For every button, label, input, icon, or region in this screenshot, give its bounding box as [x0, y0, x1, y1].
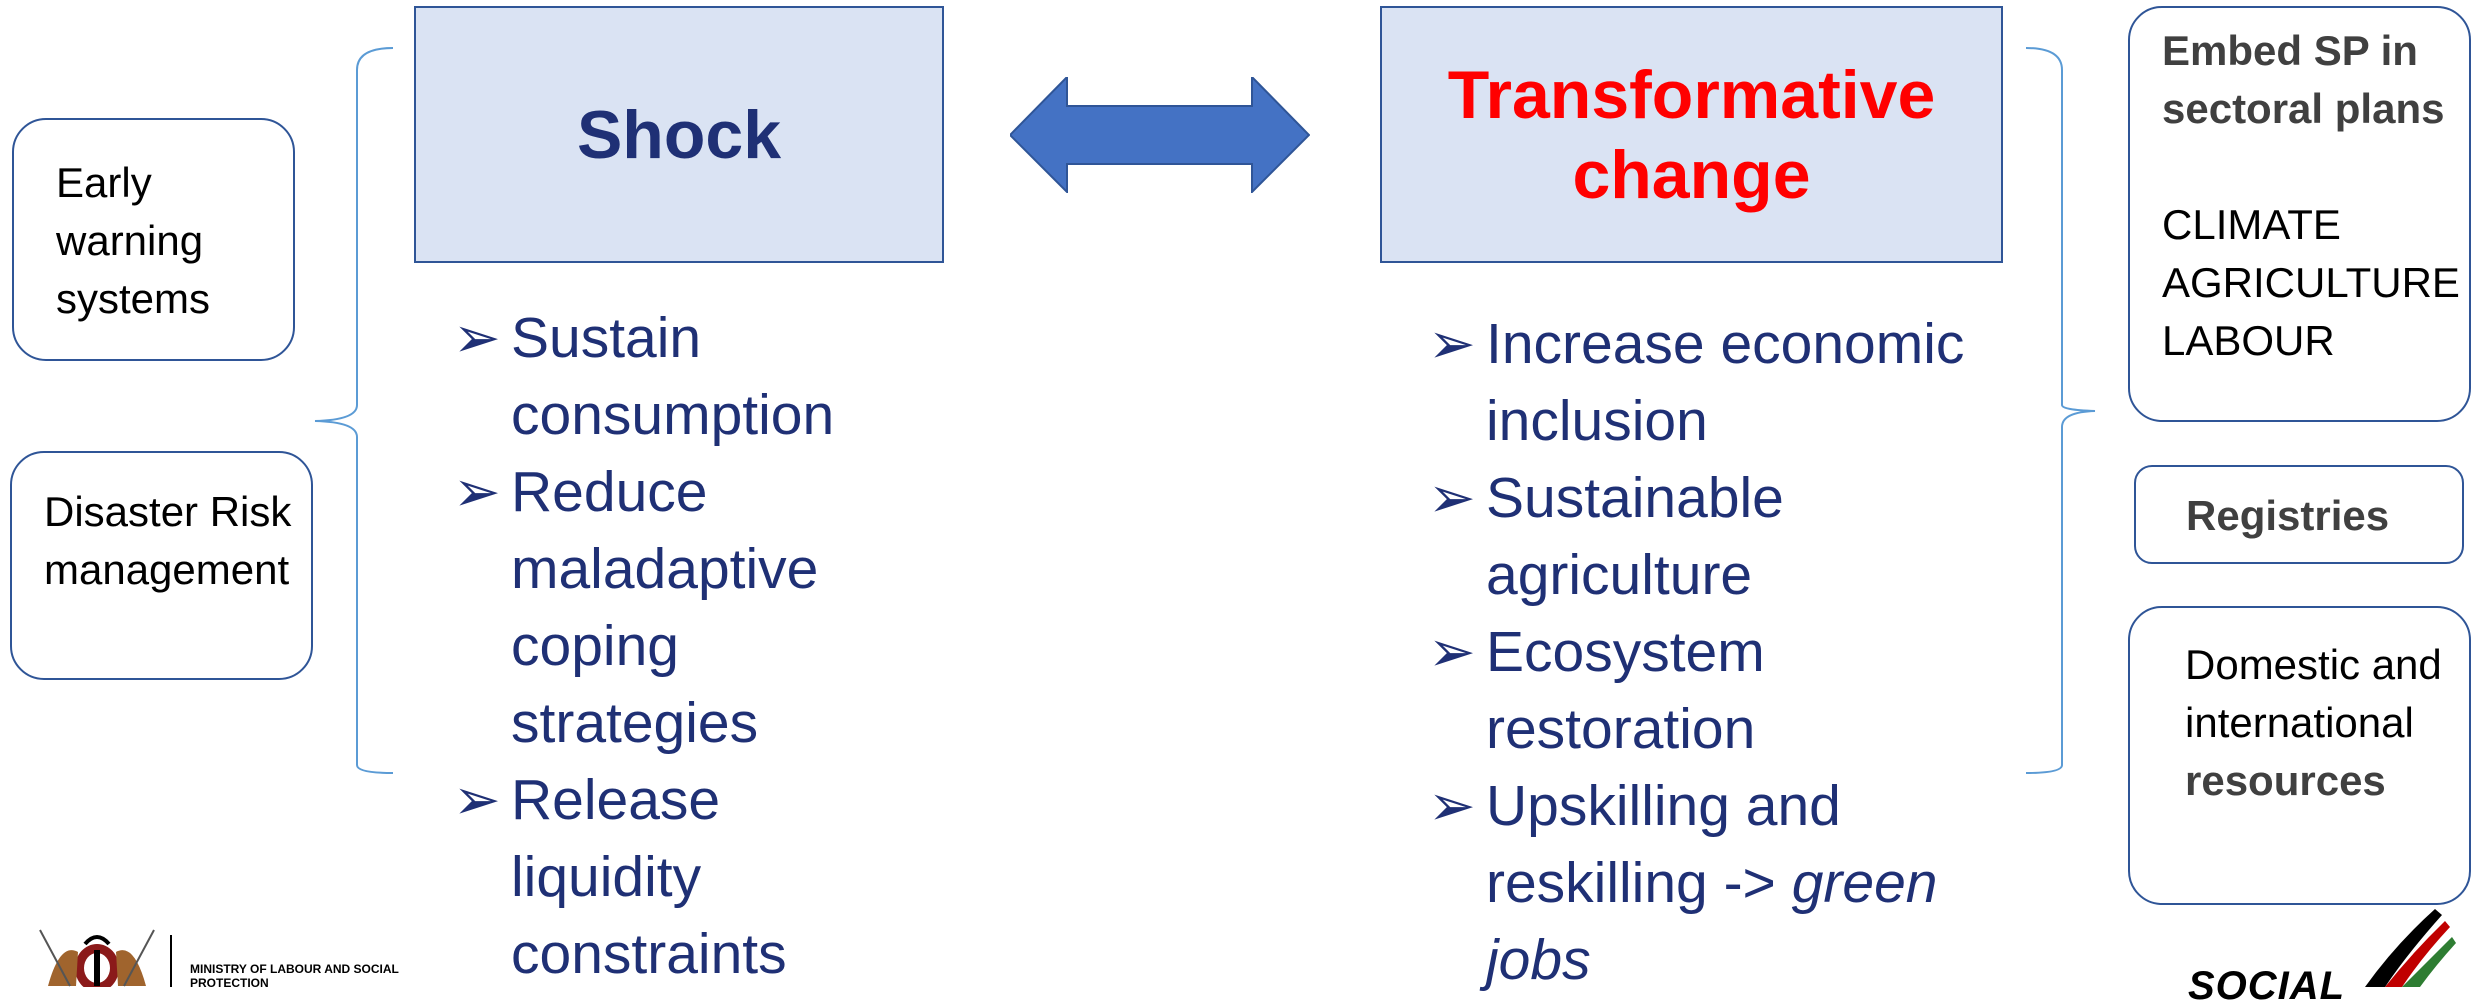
green-jobs-text: green jobs — [1486, 851, 1938, 992]
list-item: ➢ Upskilling and reskilling -> green job… — [1428, 768, 2018, 999]
social-protection-logo-icon — [2365, 909, 2456, 987]
transformative-title-line2: change — [1572, 136, 1811, 213]
embed-sp-box: Embed SP in sectoral plans CLIMATE AGRIC… — [2128, 6, 2471, 422]
disaster-risk-label: Disaster Risk management — [44, 488, 292, 593]
arrow-bullet-icon: ➢ — [1428, 620, 1476, 684]
list-item: ➢ Sustainable agriculture — [1428, 460, 2018, 614]
coat-of-arms-icon — [39, 929, 155, 987]
arrow-bullet-icon: ➢ — [453, 306, 501, 370]
list-item: ➢ Sustain consumption — [453, 300, 893, 454]
early-warning-label: Early warning systems — [56, 159, 211, 322]
list-item: ➢ Ecosystem restoration — [1428, 614, 2018, 768]
arrow-bullet-icon: ➢ — [453, 768, 501, 832]
resources-label: Domestic and international — [2185, 641, 2442, 746]
resources-box: Domestic and international resources — [2128, 606, 2471, 905]
social-logo-text: SOCIAL — [2188, 964, 2346, 1008]
left-brace — [314, 47, 394, 774]
shock-title: Shock — [576, 96, 782, 173]
disaster-risk-box: Disaster Risk management — [10, 451, 313, 680]
sector-agriculture: AGRICULTURE — [2162, 259, 2460, 306]
arrow-bullet-icon: ➢ — [1428, 774, 1476, 838]
early-warning-box: Early warning systems — [12, 118, 295, 361]
list-item: ➢ Release liquidity constraints — [453, 762, 893, 993]
transformative-box: Transformative change — [1380, 6, 2003, 263]
logo-divider — [170, 935, 172, 987]
ministry-name: MINISTRY OF LABOUR AND SOCIAL PROTECTION — [190, 962, 399, 990]
registries-label: Registries — [2186, 492, 2390, 539]
transformative-title-line1: Transformative — [1447, 56, 1936, 133]
embed-sp-title: Embed SP in sectoral plans — [2162, 27, 2445, 132]
arrow-bullet-icon: ➢ — [1428, 466, 1476, 530]
transformative-bullet-list: ➢ Increase economic inclusion ➢ Sustaina… — [1428, 306, 2018, 999]
double-arrow — [1010, 77, 1310, 193]
shock-box: Shock — [414, 6, 944, 263]
sector-climate: CLIMATE — [2162, 201, 2341, 248]
sector-labour: LABOUR — [2162, 317, 2335, 364]
arrow-bullet-icon: ➢ — [453, 460, 501, 524]
registries-box: Registries — [2134, 465, 2464, 564]
right-brace — [2025, 47, 2096, 774]
arrow-bullet-icon: ➢ — [1428, 312, 1476, 376]
resources-bold-label: resources — [2185, 757, 2386, 804]
list-item: ➢ Reduce maladaptive coping strategies — [453, 454, 893, 762]
list-item: ➢ Increase economic inclusion — [1428, 306, 2018, 460]
shock-bullet-list: ➢ Sustain consumption ➢ Reduce maladapti… — [453, 300, 893, 993]
